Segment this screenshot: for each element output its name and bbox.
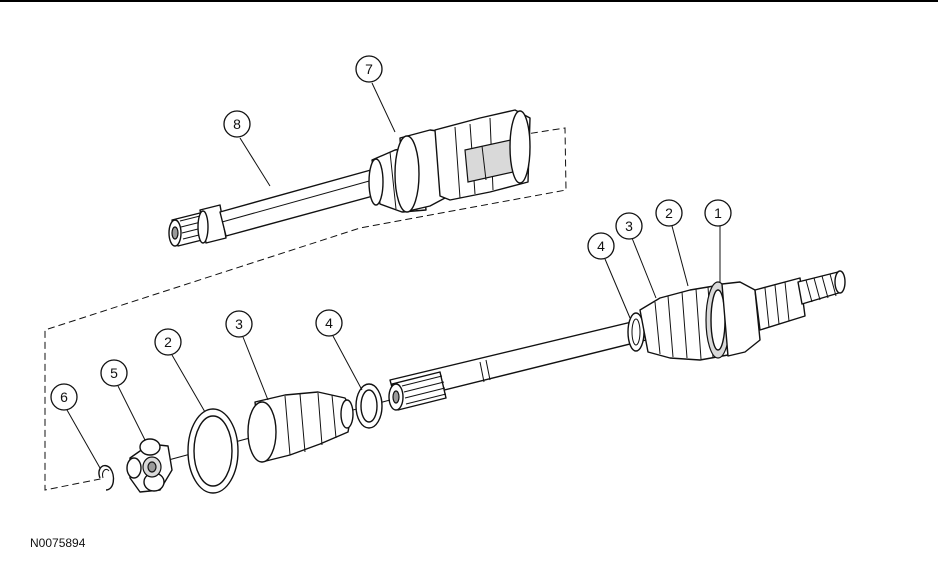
callout-3-outer-label: 3 — [625, 218, 633, 234]
callout-5-label: 5 — [110, 365, 118, 381]
callout-4-outer-label: 4 — [597, 238, 605, 254]
callout-8-label: 8 — [233, 116, 241, 132]
callout-1: 1 — [704, 199, 732, 227]
assembly-dashed-line — [44, 127, 567, 491]
boot-inner-drawing — [247, 391, 354, 463]
intermediate-shaft-drawing — [168, 109, 531, 247]
leader-lines — [66, 82, 721, 469]
outer-joint-assembly-drawing — [388, 270, 846, 411]
callout-2-inner: 2 — [154, 328, 182, 356]
callout-4-inner-label: 4 — [325, 315, 333, 331]
callout-2-inner-label: 2 — [164, 334, 172, 350]
callout-6-label: 6 — [60, 389, 68, 405]
callout-2-outer: 2 — [655, 199, 683, 227]
callout-7: 7 — [355, 55, 383, 83]
callout-2-outer-label: 2 — [665, 205, 673, 221]
circlip-drawing — [98, 464, 115, 491]
callout-7-label: 7 — [365, 61, 373, 77]
callout-4-outer: 4 — [587, 232, 615, 260]
snap-ring-inner-drawing — [355, 383, 383, 429]
boot-clamp-inner-drawing — [187, 408, 239, 494]
callout-4-inner: 4 — [315, 309, 343, 337]
callout-3-inner: 3 — [225, 310, 253, 338]
callout-5: 5 — [100, 359, 128, 387]
figure-id-label: N0075894 — [30, 536, 86, 550]
top-border-line — [0, 0, 938, 2]
callout-3-inner-label: 3 — [235, 316, 243, 332]
callout-6: 6 — [50, 383, 78, 411]
callout-3-outer: 3 — [615, 212, 643, 240]
tripod-spider-drawing — [126, 438, 173, 493]
callout-8: 8 — [223, 110, 251, 138]
callout-1-label: 1 — [714, 205, 722, 221]
